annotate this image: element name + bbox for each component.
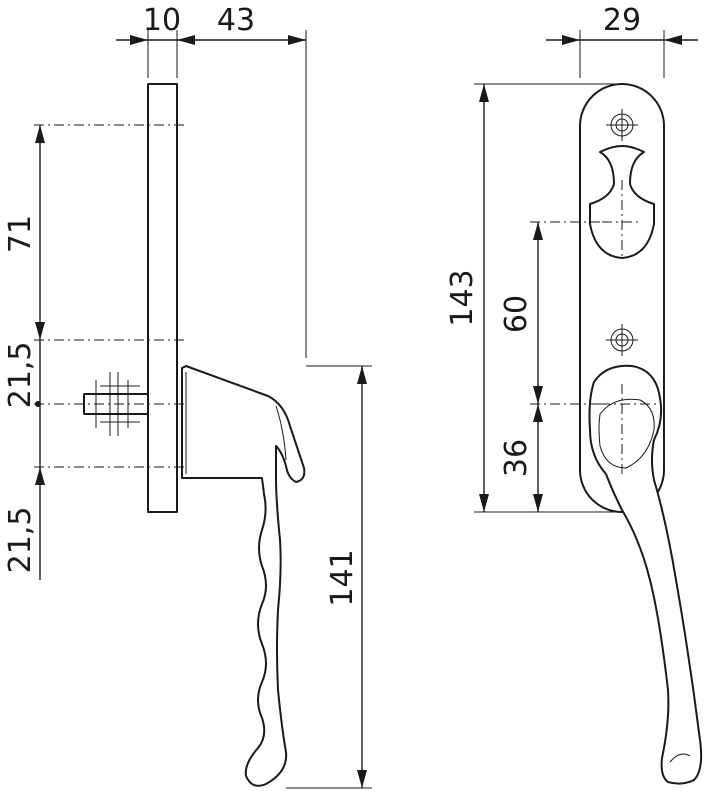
dim-rosette-width: 29 (603, 3, 641, 38)
dim-hole-to-spindle: 36 (499, 439, 534, 477)
dim-hole-spacing: 60 (499, 295, 534, 333)
side-view: 10 43 71 21,5 21,5 141 (3, 3, 372, 789)
handle-front (588, 364, 703, 785)
dim-spindle-lower: 21,5 (3, 507, 38, 574)
dim-rosette-thickness: 10 (143, 3, 181, 38)
front-view: 29 143 60 36 (445, 3, 703, 785)
dim-spindle-to-handle-end: 141 (325, 549, 360, 606)
spindle (35, 372, 149, 436)
dim-upper-to-spindle: 71 (3, 215, 38, 253)
handle-side (181, 365, 306, 787)
dim-handle-projection: 43 (217, 3, 255, 38)
rosette-side (147, 83, 178, 513)
dim-rosette-height: 143 (445, 269, 480, 326)
dim-spindle-upper: 21,5 (3, 342, 38, 409)
lower-screw-hole (606, 324, 638, 356)
upper-screw-hole (606, 109, 638, 141)
